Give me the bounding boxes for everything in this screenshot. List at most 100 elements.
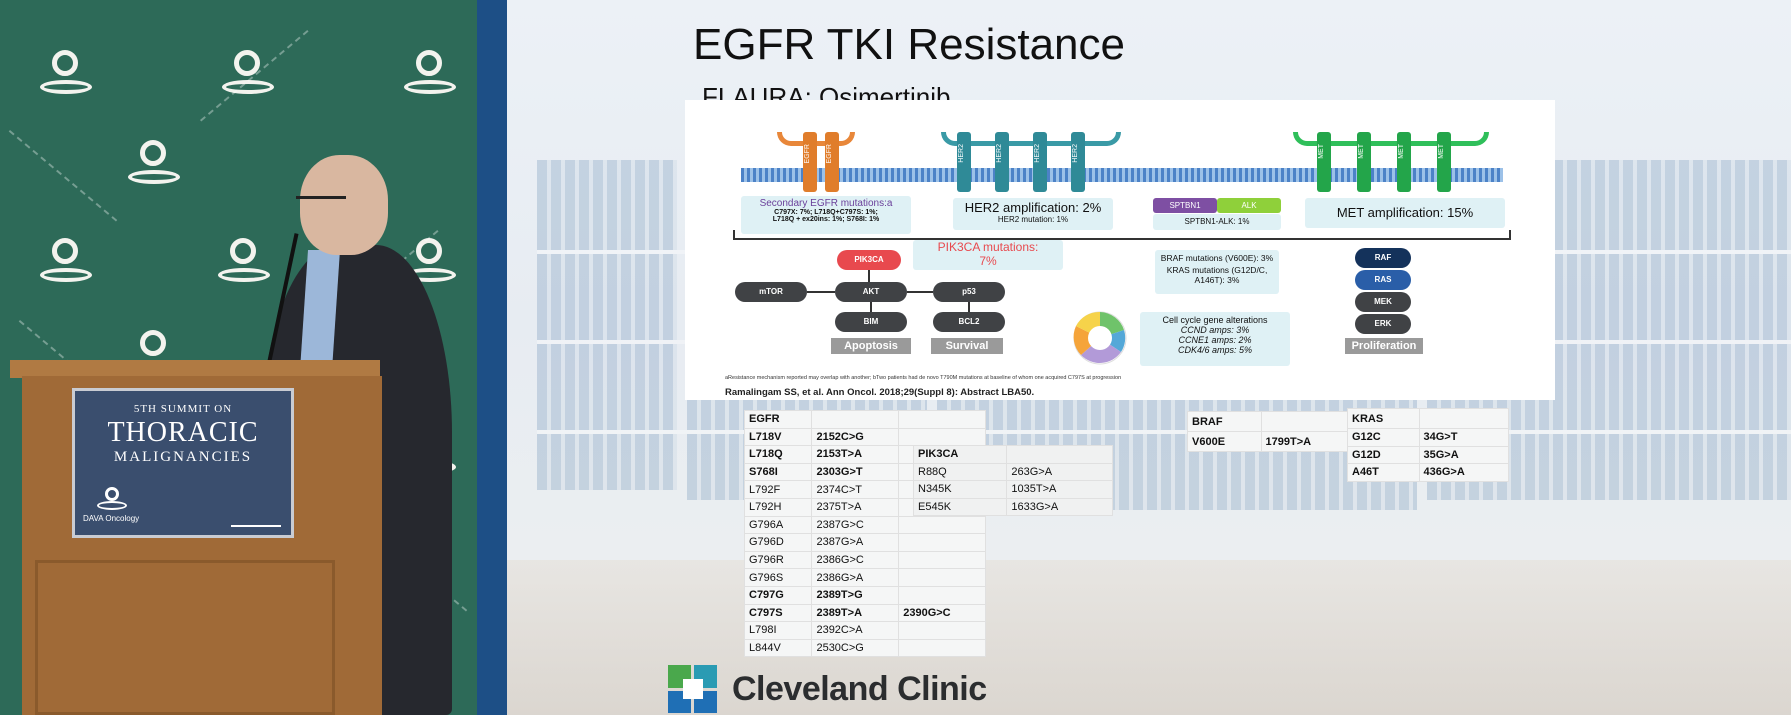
her2-sub: HER2 mutation: 1% — [997, 215, 1069, 224]
kras-mut: G12D — [1347, 445, 1420, 465]
secondary-egfr-title: Secondary EGFR mutations:a — [759, 198, 893, 209]
egfr-extra — [898, 533, 986, 552]
cell-membrane — [741, 168, 1503, 182]
kras-mut: A46T — [1347, 463, 1420, 482]
backdrop-logo-icon — [128, 140, 180, 186]
dava-logo-icon — [97, 487, 127, 511]
cleveland-clinic-name: Cleveland Clinic — [732, 670, 987, 708]
met-receptor-1: MET — [1317, 132, 1331, 192]
sign-line3: MALIGNANCIES — [113, 449, 253, 465]
backdrop-logo-icon — [404, 50, 456, 96]
pik3ca-mut: R88Q — [912, 462, 1008, 482]
secondary-egfr-line2: L718Q + ex20ins: 1%; S768I: 1% — [772, 216, 880, 223]
pik3ca-mut: E545K — [912, 497, 1008, 517]
podium-panel — [35, 560, 335, 715]
cell-cycle-line3: CDK4/6 amps: 5% — [1177, 345, 1253, 355]
her2-receptor-1: HER2 — [957, 132, 971, 192]
egfr-nt: 2392C>A — [811, 621, 900, 640]
node-mtor: mTOR — [735, 282, 807, 302]
rome-logo — [231, 503, 281, 527]
egfr-extra — [898, 638, 986, 658]
egfr-receptor-2: EGFR — [825, 132, 839, 192]
egfr-nt: 2530C>G — [811, 638, 900, 658]
plaza-background — [507, 560, 1791, 715]
egfr-header: EGFR — [743, 410, 813, 429]
braf-header: BRAF — [1187, 411, 1262, 432]
pik3ca-mutations-value: 7% — [979, 254, 997, 268]
pik3ca-nt: 1633G>A — [1006, 497, 1113, 517]
her2-box: HER2 amplification: 2% HER2 mutation: 1% — [953, 198, 1113, 230]
egfr-extra — [898, 550, 986, 570]
node-pik3ca: PIK3CA — [837, 250, 901, 270]
egfr-header-row: EGFR — [743, 410, 986, 429]
cleveland-clinic-logo-icon — [668, 665, 718, 713]
sign-line1: 5TH SUMMIT ON — [133, 403, 233, 415]
cell-cycle-wheel-icon — [1073, 311, 1127, 365]
node-bcl2: BCL2 — [933, 312, 1005, 332]
egfr-extra: 2390G>C — [898, 603, 986, 623]
egfr-extra — [898, 427, 986, 447]
pik3ca-nt: 263G>A — [1006, 462, 1113, 482]
egfr-mut: L792F — [743, 480, 813, 499]
egfr-nt: 2374C>T — [811, 480, 900, 499]
her2-receptor-2: HER2 — [995, 132, 1009, 192]
egfr-mut: G796S — [743, 568, 813, 587]
egfr-extra — [898, 621, 986, 640]
egfr-nt: 2387G>C — [811, 515, 900, 535]
egfr-extra — [898, 515, 986, 535]
alk-tag: ALK — [1217, 198, 1281, 213]
egfr-mut: L718V — [743, 427, 813, 447]
met-receptor-4: MET — [1437, 132, 1451, 192]
backdrop-logo-icon — [222, 50, 274, 96]
braf-kras-box: BRAF mutations (V600E): 3% KRAS mutation… — [1155, 250, 1279, 294]
egfr-nt: 2375T>A — [811, 497, 900, 517]
egfr-nt: 2389T>A — [811, 603, 900, 623]
kras-line1: KRAS mutations (G12D/C, — [1166, 265, 1268, 275]
cell-cycle-title: Cell cycle gene alterations — [1162, 315, 1268, 325]
egfr-mut: S768I — [743, 462, 813, 482]
egfr-extra — [898, 568, 986, 587]
kras-nt: 35G>A — [1418, 445, 1509, 465]
met-receptor-3: MET — [1397, 132, 1411, 192]
her2-receptor-cap — [941, 132, 1121, 146]
kras-nt: 34G>T — [1418, 428, 1509, 447]
egfr-mut: L792H — [743, 497, 813, 517]
node-ras: RAS — [1355, 270, 1411, 290]
cell-cycle-line2: CCNE1 amps: 2% — [1178, 335, 1252, 345]
presentation-slide: EGFR TKI Resistance FLAURA: Osimertinib … — [507, 0, 1791, 715]
pik3ca-header: PIK3CA — [912, 445, 1008, 464]
bracket-line — [733, 238, 1511, 240]
met-receptor-2: MET — [1357, 132, 1371, 192]
fusion-text: SPTBN1-ALK: 1% — [1153, 214, 1281, 230]
node-raf: RAF — [1355, 248, 1411, 268]
egfr-nt: 2153T>A — [811, 445, 900, 464]
secondary-egfr-line1: C797X: 7%; L718Q+C797S: 1%; — [774, 209, 878, 216]
kras-mut: G12C — [1347, 428, 1420, 447]
pik3ca-nt: 1035T>A — [1006, 480, 1113, 499]
egfr-mut: C797G — [743, 585, 813, 605]
egfr-mut: G796D — [743, 533, 813, 552]
backdrop-logo-icon — [218, 238, 270, 284]
frame-divider — [477, 0, 507, 715]
braf-nt: 1799T>A — [1260, 431, 1358, 452]
egfr-nt: 2303G>T — [811, 462, 900, 482]
event-sign: 5TH SUMMIT ON THORACIC MALIGNANCIES DAVA… — [72, 388, 294, 538]
node-erk: ERK — [1355, 314, 1411, 334]
egfr-nt: 2152C>G — [811, 427, 900, 447]
slide-title: EGFR TKI Resistance — [693, 20, 1125, 69]
egfr-mut: C797S — [743, 603, 813, 623]
egfr-mut: G796A — [743, 515, 813, 535]
pik3ca-mutations-title: PIK3CA mutations: — [937, 240, 1039, 254]
proliferation-label: Proliferation — [1345, 338, 1423, 354]
node-akt: AKT — [835, 282, 907, 302]
egfr-mut: G796R — [743, 550, 813, 570]
podium-top — [10, 360, 380, 378]
speaker-head — [300, 155, 388, 255]
met-box: MET amplification: 15% — [1305, 198, 1505, 228]
braf-line: BRAF mutations (V600E): 3% — [1160, 253, 1274, 263]
